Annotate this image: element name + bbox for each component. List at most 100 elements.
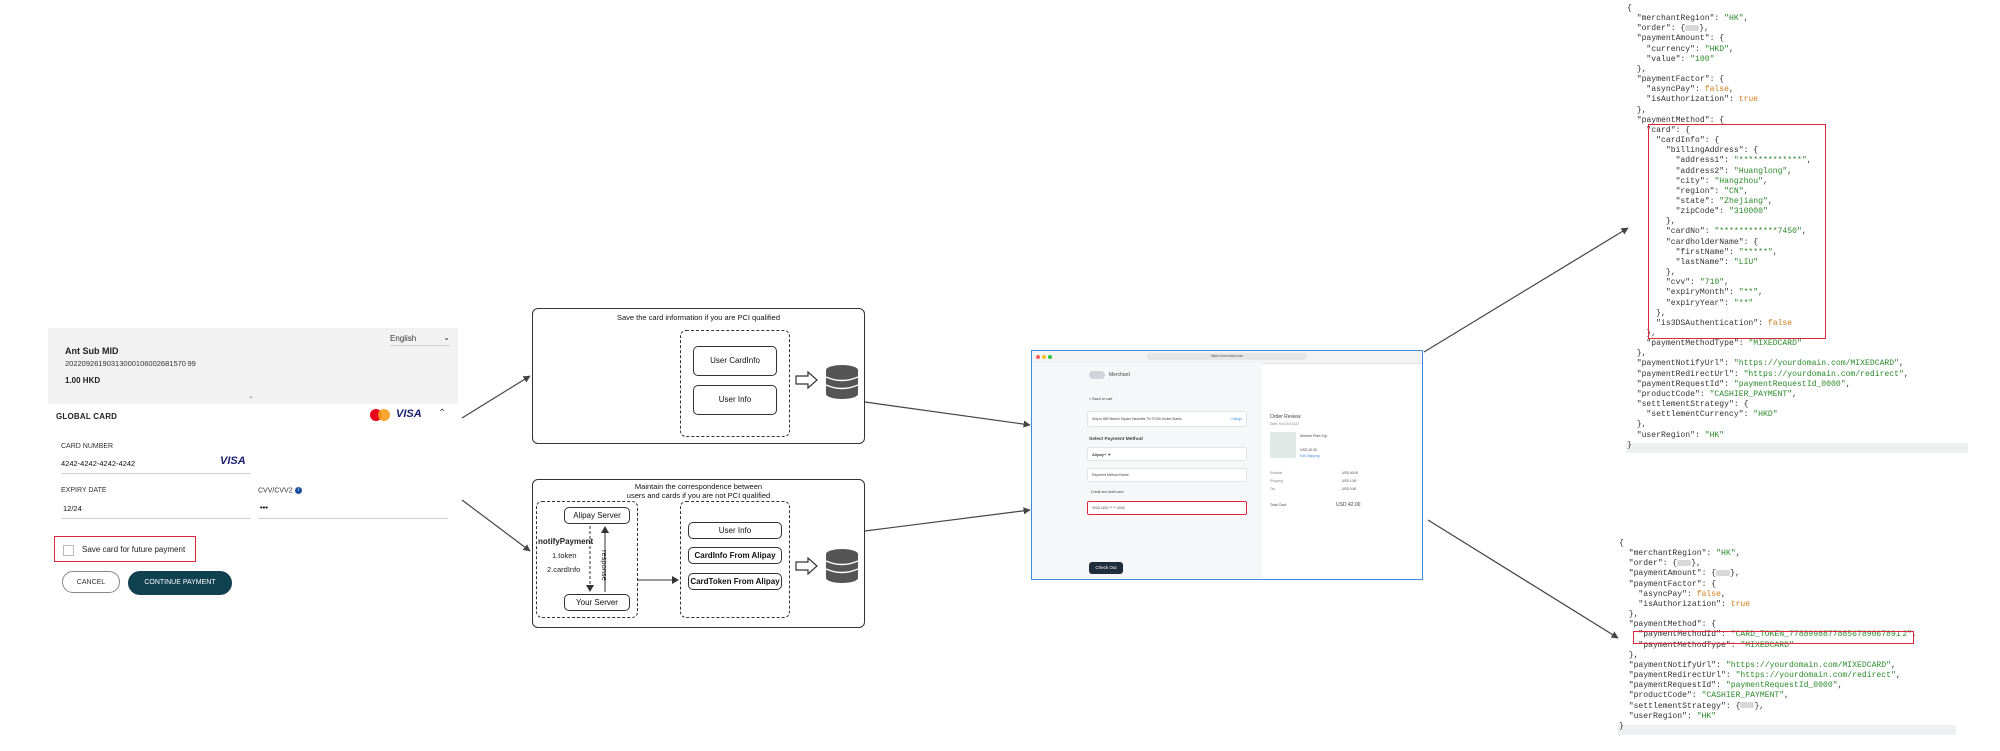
code-line: "paymentRedirectUrl": "https://yourdomai… [1619, 671, 1901, 681]
code-line: "settlementStrategy": {}, [1619, 701, 1765, 711]
code-line: "paymentMethod": { [1627, 115, 1725, 125]
selected-card-row[interactable]: VISA 4242 ** ** 4242 [1087, 501, 1247, 515]
shipping-value: USD 1.50 [1342, 479, 1357, 483]
storage-group [680, 501, 790, 618]
expiry-date-field[interactable]: 12/24 [63, 504, 82, 513]
cvv-field[interactable]: ••• [260, 503, 268, 512]
address-bar[interactable]: https://merchant.com [1147, 353, 1307, 360]
order-date: Date: Sun Oct 2022 [1270, 422, 1299, 426]
diagram-title: Maintain the correspondence between user… [626, 482, 771, 500]
code-line: "isAuthorization": true [1627, 95, 1759, 105]
visa-icon: VISA [220, 455, 246, 467]
server-group [536, 501, 638, 618]
arrow-checkout-to-top-json [1423, 227, 1629, 353]
total-label: Total Cost [1270, 503, 1286, 507]
code-line: "paymentAmount": {}, [1619, 569, 1740, 579]
product-price: USD 42.00 [1300, 448, 1318, 452]
hollow-arrow-icon [795, 371, 818, 389]
cancel-button[interactable]: CANCEL [62, 571, 120, 593]
arrow-bottom-diagram-to-checkout [864, 507, 1031, 532]
shipping-label: Shipping [1270, 479, 1283, 483]
order-id: 20220926190313000106002681570 99 [65, 359, 196, 368]
payment-method-row[interactable]: Alipay+ ✦ [1087, 447, 1247, 461]
user-info-box: User Info [693, 385, 777, 415]
notify-payment-label: notifyPayment [538, 537, 594, 546]
code-line: "expiryMonth": "**", [1627, 288, 1764, 298]
cardtoken-from-alipay-box: CardToken From Alipay [688, 573, 782, 590]
code-line: "is3DSAuthentication": false [1627, 318, 1793, 328]
code-scrollbar[interactable] [1626, 443, 1968, 453]
payment-form: English⌄ Ant Sub MID 2022092619031300010… [48, 328, 458, 595]
info-icon[interactable]: i [294, 487, 302, 494]
notify-token-label: 1.token [552, 551, 577, 560]
code-line: "cardInfo": { [1627, 136, 1720, 146]
card-number-label: CARD NUMBER [61, 443, 114, 450]
expiry-date-label: EXPIRY DATE [61, 487, 107, 494]
arrow-form-to-top-diagram [461, 375, 531, 419]
visa-icon: VISA [396, 408, 422, 420]
cvv-underline [258, 518, 448, 519]
code-line: "paymentRequestId": "paymentRequestId_00… [1627, 379, 1851, 389]
code-line: "productCode": "CASHIER_PAYMENT", [1627, 389, 1798, 399]
code-line: "firstName": "*****", [1627, 247, 1778, 257]
code-line: "paymentFactor": { [1619, 579, 1717, 589]
code-line: "settlementCurrency": "HKD" [1627, 410, 1778, 420]
database-icon [825, 549, 859, 583]
code-line: "expiryYear": "**" [1627, 298, 1754, 308]
flow-arrow [638, 576, 679, 584]
chevron-up-icon[interactable]: ⌃ [438, 408, 447, 419]
code-line: "address2": "Huanglong", [1627, 166, 1793, 176]
code-line: "cvv": "710", [1627, 278, 1730, 288]
code-line: "state": "Zhejiang", [1627, 196, 1773, 206]
payment-method-row[interactable]: Payment Method Name [1087, 468, 1247, 482]
tax-label: Tax [1270, 487, 1276, 491]
response-label: response [600, 550, 609, 581]
continue-payment-button[interactable]: CONTINUE PAYMENT [128, 571, 232, 595]
code-line: "address1": "*************", [1627, 156, 1812, 166]
language-select[interactable]: English⌄ [390, 333, 450, 346]
select-method-title: Select Payment Method [1089, 437, 1143, 442]
edit-shipping-link[interactable]: Edit Shipping [1300, 454, 1320, 458]
code-line: "region": "CN", [1627, 186, 1749, 196]
code-line: "cardholderName": { [1627, 237, 1759, 247]
code-line: "order": {}, [1627, 24, 1710, 34]
notify-cardinfo-label: 2.cardInfo [547, 565, 581, 574]
code-line: "paymentMethodType": "MIXEDCARD" [1627, 339, 1802, 349]
arrow-form-to-bottom-diagram [461, 499, 531, 552]
code-line: }, [1627, 329, 1657, 338]
storage-group [680, 330, 790, 437]
total-value: USD 42.00 [1336, 502, 1361, 508]
checkout-page-mockup: https://merchant.com Merchant < Back to … [1031, 350, 1423, 580]
code-line: "productCode": "CASHIER_PAYMENT", [1619, 691, 1790, 701]
token-request-json: { "merchantRegion": "HK", "order": {}, "… [1619, 539, 1917, 732]
subtotal-label: Subtotal [1270, 471, 1283, 475]
mastercard-icon [370, 409, 392, 421]
save-card-checkbox[interactable] [63, 545, 74, 556]
chevron-down-icon[interactable]: ⌄ [248, 393, 254, 400]
subtotal-value: USD 40.00 [1342, 471, 1359, 475]
merchant-name: Ant Sub MID [65, 346, 119, 356]
back-link[interactable]: < Back to cart [1089, 397, 1113, 401]
product-image [1270, 432, 1296, 458]
change-link[interactable]: Change [1230, 417, 1242, 421]
code-line: }, [1627, 268, 1676, 278]
save-card-label: Save card for future payment [82, 545, 186, 554]
payment-method-row[interactable]: Credit and debit card [1091, 490, 1124, 494]
code-line: { [1627, 4, 1632, 13]
code-line: "isAuthorization": true [1619, 599, 1751, 609]
code-line: "currency": "HKD", [1627, 44, 1734, 54]
code-line: "order": {}, [1619, 559, 1702, 569]
card-number-field[interactable]: 4242-4242-4242-4242 [61, 459, 136, 468]
code-line: "lastName": "LIU" [1627, 257, 1759, 267]
code-line: }, [1627, 105, 1647, 115]
code-line: "paymentMethodId": "CARD_TOKEN_778899887… [1619, 630, 1917, 640]
hollow-arrow-icon [795, 557, 818, 575]
code-line: "city": "Hangzhou", [1627, 176, 1768, 186]
code-line: "paymentNotifyUrl": "https://yourdomain.… [1627, 359, 1904, 369]
code-line: "merchantRegion": "HK", [1627, 14, 1749, 24]
code-line: "userRegion": "HK" [1619, 711, 1717, 721]
check-out-button[interactable]: Check Out [1089, 562, 1123, 574]
code-scrollbar[interactable] [1618, 725, 1956, 735]
code-line: "zipCode": "310000" [1627, 207, 1768, 217]
